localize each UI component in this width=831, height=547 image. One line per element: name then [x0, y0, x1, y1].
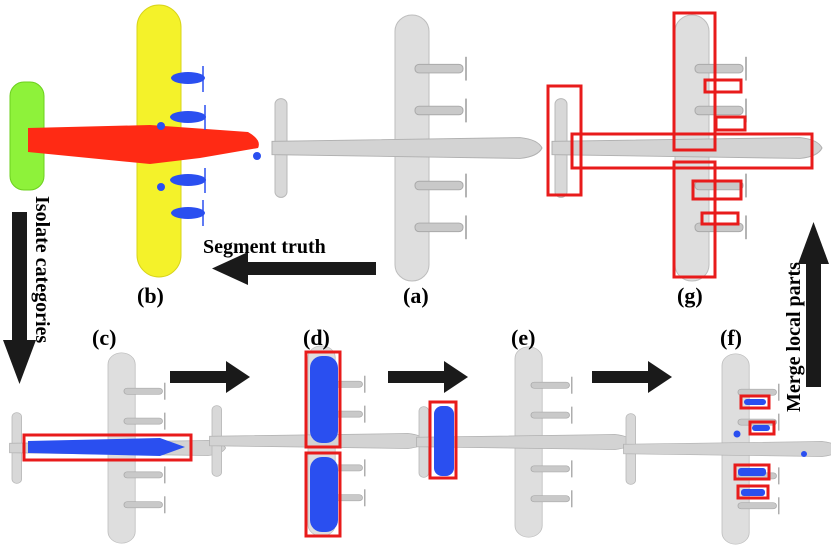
merge-local-parts-arrow: [798, 222, 829, 387]
arrow-label-isolate-categories: Isolate categories: [31, 196, 53, 343]
isolated-tail-e: [416, 346, 634, 538]
isolated-wings-d: [208, 345, 427, 538]
panel-label-b: (b): [137, 283, 164, 308]
isolate-categories-arrow: [3, 212, 36, 384]
panel-label-d: (d): [303, 325, 330, 350]
segment-truth-arrow: [212, 252, 376, 285]
arrow-label-segment-truth: Segment truth: [203, 236, 326, 258]
panel-label-c: (c): [92, 325, 116, 350]
panel-label-a: (a): [403, 283, 429, 308]
arrow-d-to-e: [388, 361, 468, 393]
panel-label-e: (e): [511, 325, 535, 350]
arrow-label-merge-local-parts: Merge local parts: [783, 262, 805, 412]
boxed-plane-g: [546, 11, 823, 282]
isolated-fuselage-c: [8, 352, 227, 544]
panel-label-g: (g): [677, 283, 703, 308]
panel-label-f: (f): [720, 325, 742, 350]
isolated-engines-f: [622, 353, 831, 545]
segmented-plane-b: [9, 4, 261, 278]
arrow-e-to-f: [592, 361, 672, 393]
arrow-c-to-d: [170, 361, 250, 393]
